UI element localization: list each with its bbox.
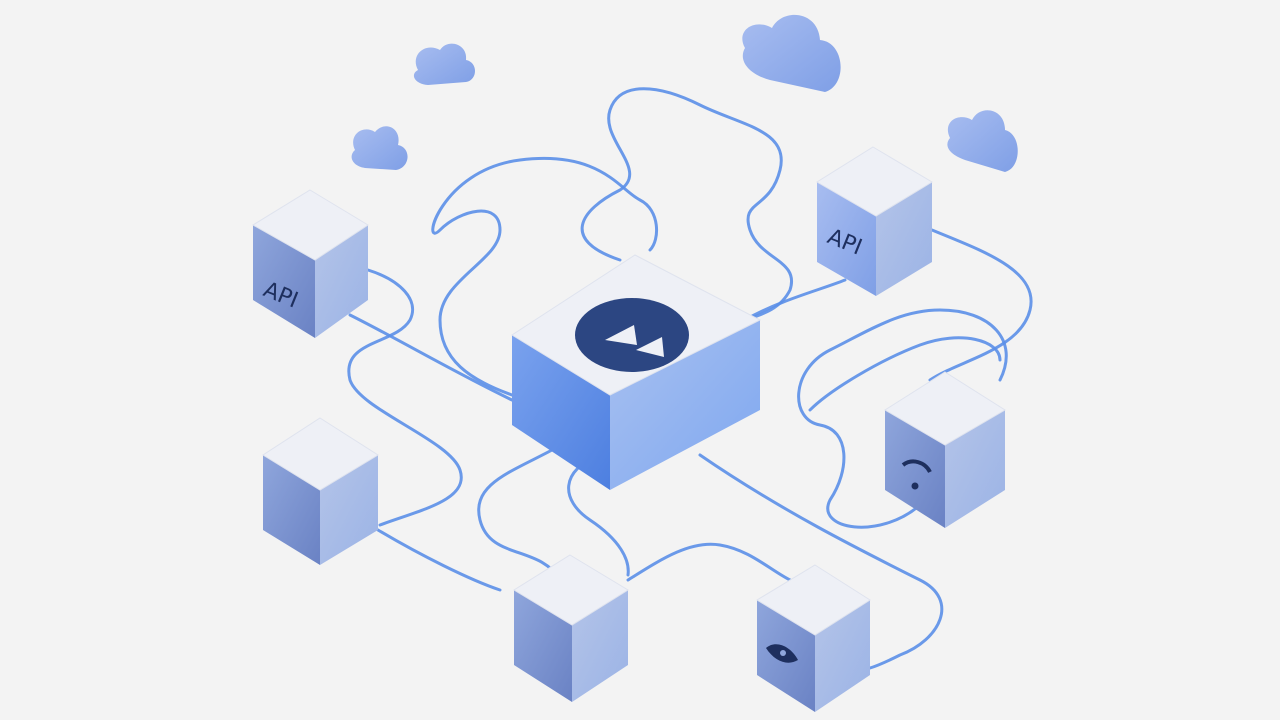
- wifi-icon: [901, 459, 932, 490]
- node-cube[interactable]: [262, 417, 379, 565]
- eye-node[interactable]: [756, 564, 871, 712]
- cloud-icon: [351, 126, 408, 170]
- wifi-node[interactable]: [884, 371, 1006, 528]
- wire: [477, 438, 572, 582]
- wire: [376, 528, 502, 592]
- node-cube[interactable]: [513, 554, 629, 702]
- wire: [797, 308, 1008, 529]
- wire: [347, 268, 463, 527]
- wire: [567, 453, 630, 577]
- cloud-icon: [742, 14, 841, 92]
- wire: [626, 542, 792, 582]
- cloud-icon: [413, 43, 475, 85]
- hub-node[interactable]: [511, 254, 762, 490]
- wire: [348, 313, 514, 402]
- wire: [928, 228, 1033, 382]
- wire: [431, 157, 659, 397]
- wire: [808, 336, 1002, 412]
- wire: [698, 453, 944, 670]
- wire: [743, 278, 847, 322]
- connection-wires: [347, 87, 1033, 670]
- cloud-icon: [947, 110, 1018, 172]
- fast-forward-icon: [575, 298, 689, 372]
- wire: [580, 87, 794, 322]
- eye-icon: [766, 644, 798, 663]
- api-node[interactable]: API: [816, 146, 933, 296]
- api-node[interactable]: API: [252, 189, 369, 338]
